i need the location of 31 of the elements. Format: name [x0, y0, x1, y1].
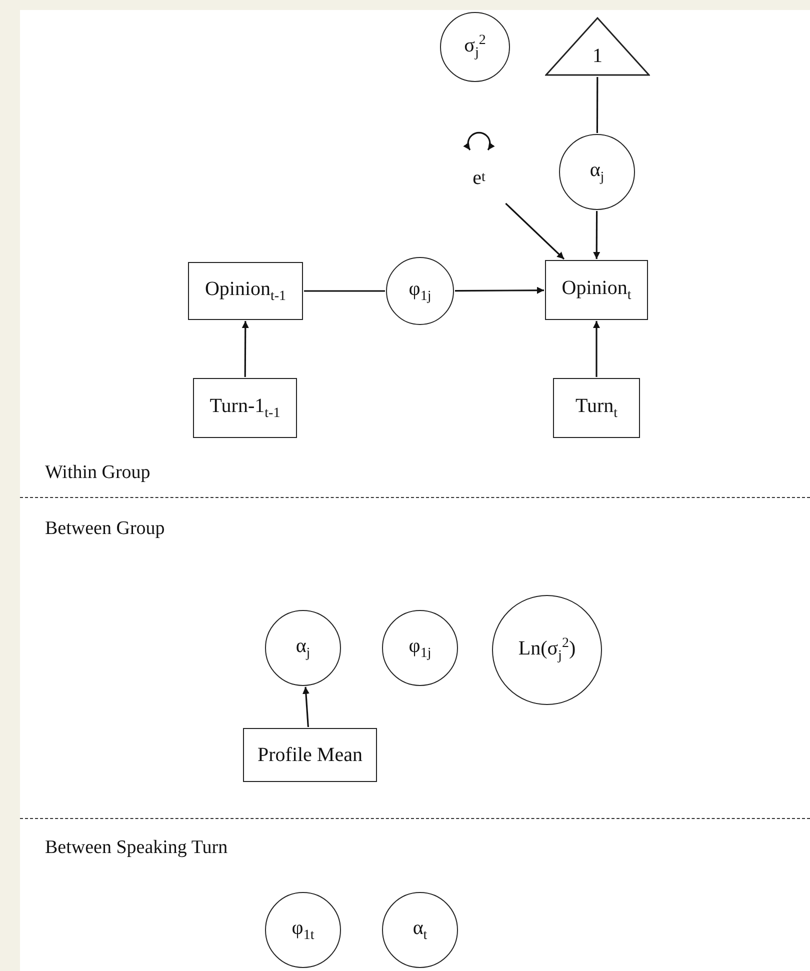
- node-label: Opinion$_{t-1}$: [204, 278, 286, 304]
- arrow: [505, 202, 565, 260]
- node-label: Turn$_{t}$: [575, 394, 618, 422]
- connector-line: [304, 290, 385, 292]
- node-label: φ$_{1j}$: [408, 634, 432, 662]
- variable-box: [553, 378, 640, 438]
- variable-box: [188, 262, 303, 320]
- section-label: Within Group: [45, 462, 150, 484]
- node-label: φ$_{1t}$: [292, 916, 314, 944]
- constant-triangle: [545, 17, 650, 76]
- variance-loop: [463, 132, 495, 150]
- arrow: [593, 211, 600, 259]
- node-label: α$_{j}$: [590, 158, 604, 186]
- node-label: Profile Mean: [258, 744, 362, 766]
- connector-line: [596, 77, 598, 133]
- section-label: Between Group: [45, 518, 165, 540]
- arrow: [302, 686, 310, 728]
- variable-box: [545, 260, 648, 320]
- variable-box: [243, 728, 377, 782]
- node-label: Opinion$_{t}$: [562, 276, 632, 304]
- node-label: Ln(σ$_{j}$$^{2}$): [518, 636, 576, 664]
- arrow: [242, 321, 249, 377]
- section-label: Between Speaking Turn: [45, 837, 228, 859]
- arrow: [593, 321, 600, 377]
- arrow: [455, 286, 544, 294]
- node-label: φ$_{1j}$: [408, 278, 432, 304]
- node-label: α$_{j}$: [296, 634, 310, 662]
- node-label: Turn-1$_{t-1}$: [210, 394, 280, 422]
- node-label: 1: [592, 45, 602, 68]
- variable-box: [193, 378, 297, 438]
- node-label: α$_{t}$: [412, 916, 428, 944]
